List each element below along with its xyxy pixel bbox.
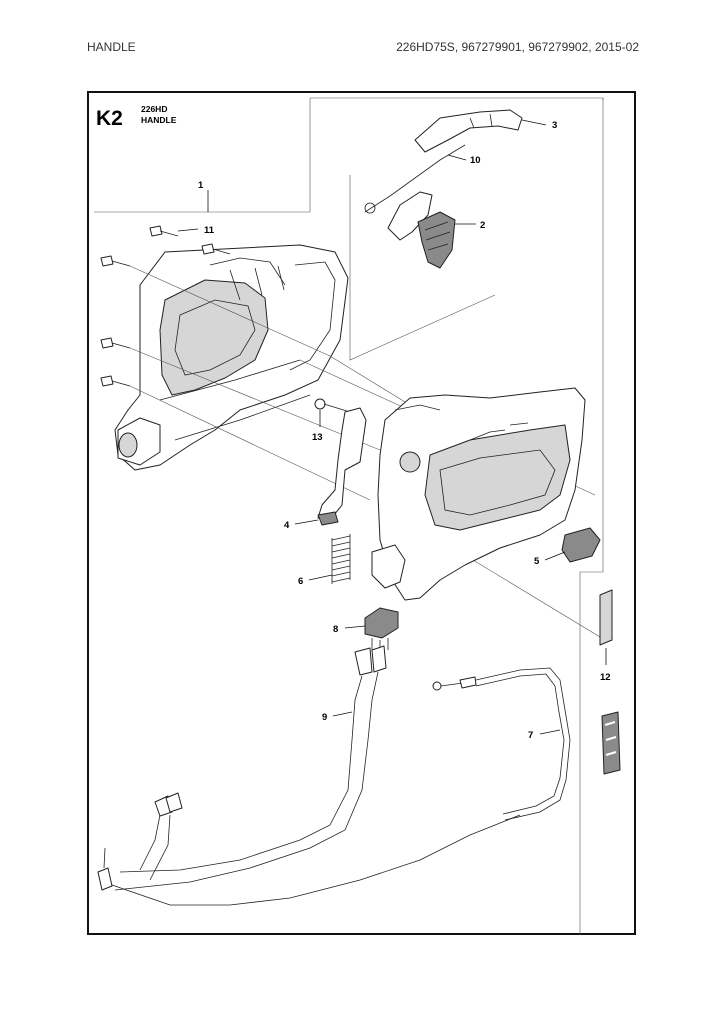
wiring-harness-part: [97, 645, 521, 906]
callout-13: 13: [312, 432, 323, 443]
leader-lines: [177, 119, 607, 735]
handle-half-left-part: [114, 244, 349, 471]
callout-7: 7: [528, 730, 533, 741]
page-header-title: HANDLE: [87, 40, 136, 54]
callout-3: 3: [552, 120, 557, 131]
callout-8: 8: [333, 624, 338, 635]
assembly-boundary: [94, 97, 604, 935]
throttle-cable-part: [432, 667, 571, 821]
spring-coil: [364, 202, 376, 214]
callout-5: 5: [534, 556, 540, 567]
lever-part: [317, 407, 367, 526]
callout-4: 4: [284, 520, 290, 531]
callout-2: 2: [480, 220, 485, 231]
brand-logo: [601, 711, 621, 775]
spring-wire-part: [364, 144, 466, 213]
spring-part: [331, 534, 351, 584]
callout-10: 10: [470, 155, 481, 166]
callout-9: 9: [322, 712, 327, 723]
stop-switch-button-part: [561, 527, 601, 563]
callout-12: 12: [600, 672, 611, 683]
diagram-frame: [87, 91, 636, 935]
pin-part: [314, 398, 351, 413]
callout-1: 1: [198, 180, 204, 191]
throttle-trigger-part: [387, 191, 456, 269]
diagram-code: K2: [96, 107, 123, 130]
throttle-lockout-part: [414, 109, 523, 153]
diagram-model: 226HD: [141, 104, 167, 114]
handle-half-right-part: [371, 387, 586, 601]
switch-part: [364, 607, 399, 652]
page-header-model-info: 226HD75S, 967279901, 967279902, 2015-02: [396, 40, 639, 54]
screws-part: [100, 225, 231, 387]
callout-11: 11: [204, 225, 215, 236]
callout-6: 6: [298, 576, 303, 587]
diagram-title: HANDLE: [141, 115, 177, 125]
decal-strip-part: [599, 589, 613, 646]
